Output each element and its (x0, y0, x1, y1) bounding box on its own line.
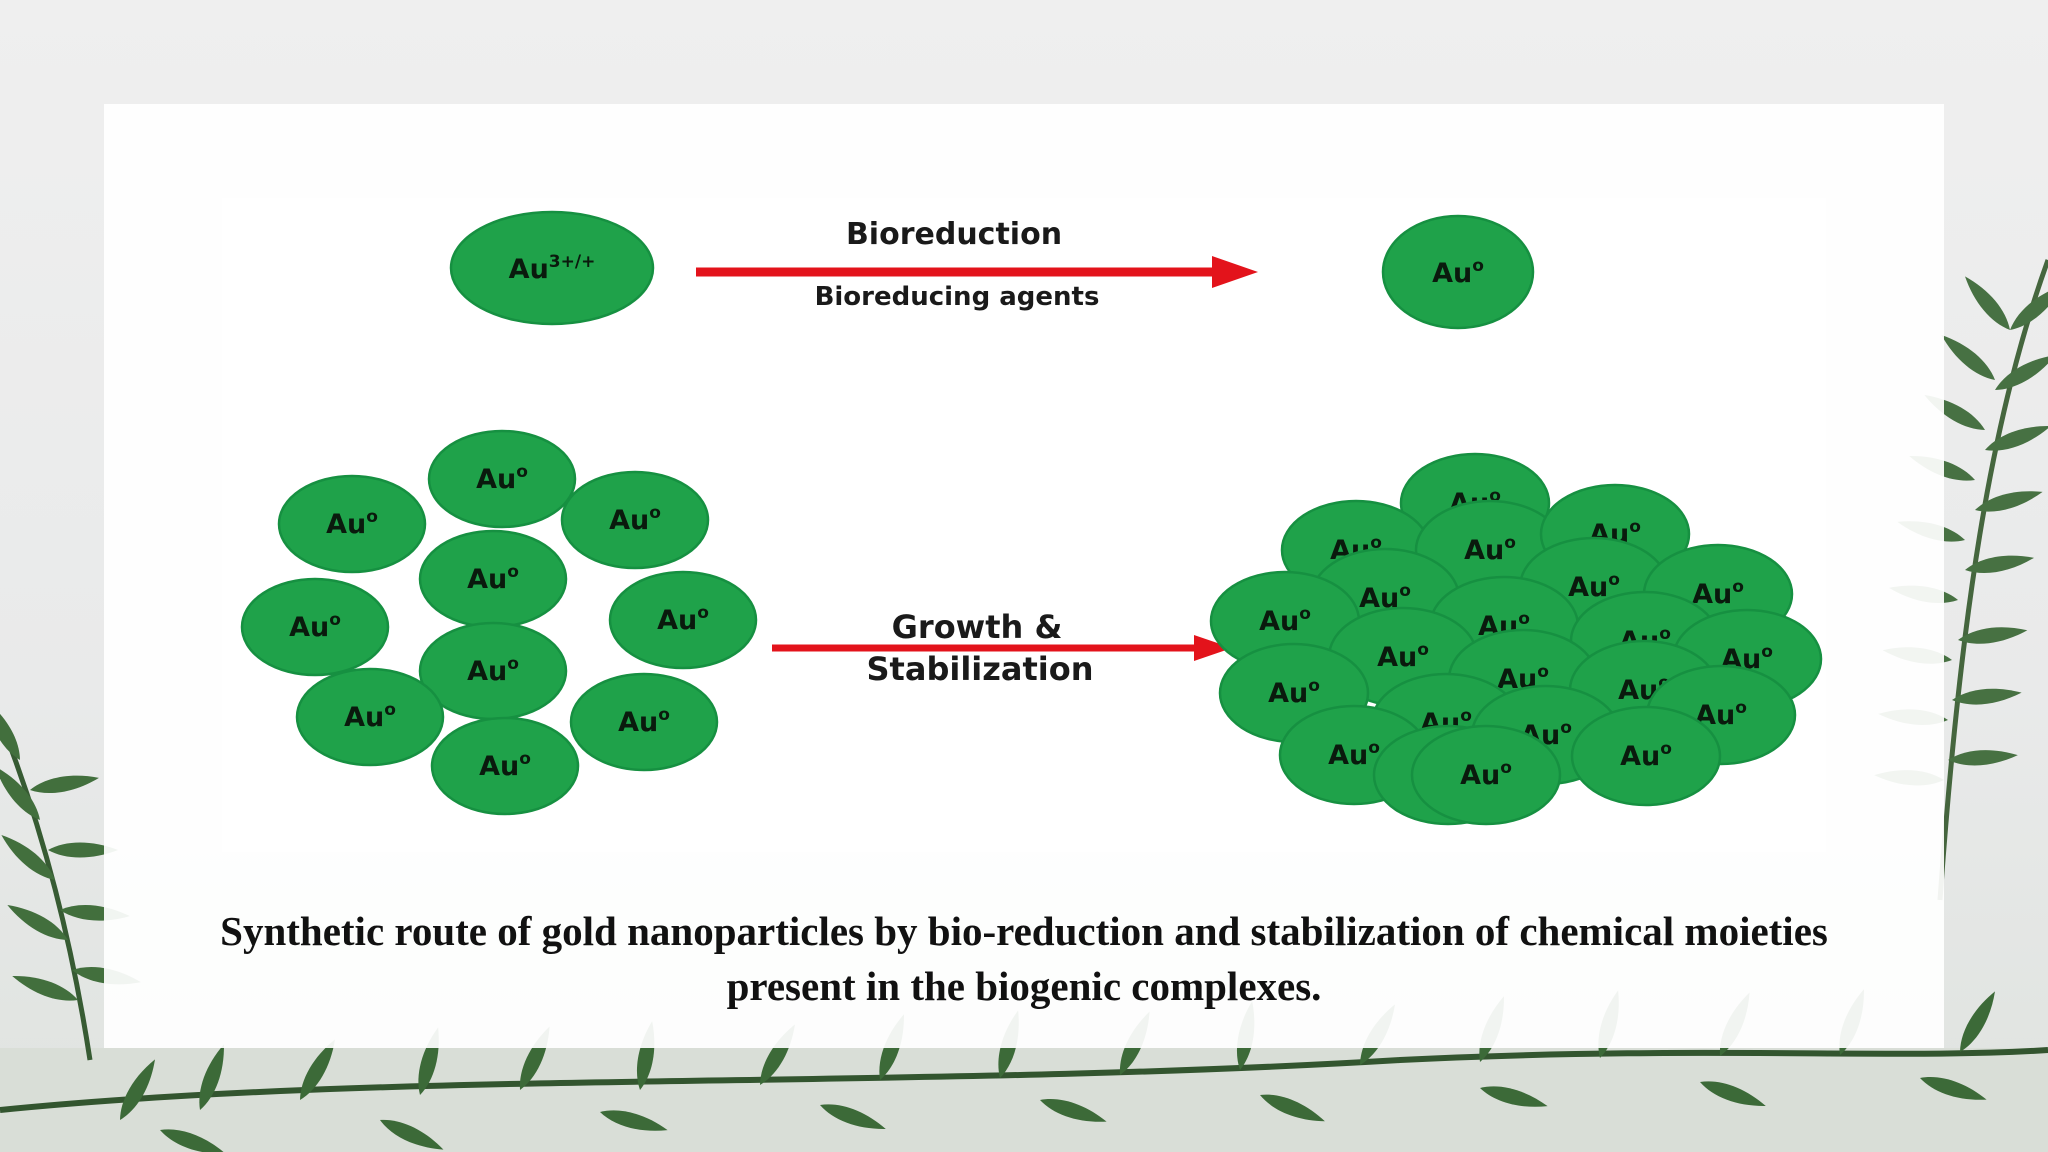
nucleus-particle: Auo (560, 470, 710, 570)
nucleus-particle-label: Auo (618, 705, 670, 738)
gold-ion-label: Au3+/+ (509, 252, 596, 285)
nucleus-particle: Auo (240, 577, 390, 677)
figure-caption: Synthetic route of gold nanoparticles by… (104, 904, 1944, 1014)
nucleus-particle: Auo (427, 429, 577, 529)
cluster-particle-label: Auo (1268, 676, 1320, 709)
cluster-particle-label: Auo (1692, 577, 1744, 610)
nucleus-particle: Auo (418, 529, 568, 629)
nucleus-particle: Auo (277, 474, 427, 574)
nucleus-particle-label: Auo (344, 700, 396, 733)
caption-line-1: Synthetic route of gold nanoparticles by… (220, 908, 1828, 954)
cluster-particle: Auo (1209, 570, 1361, 672)
cluster-particle-label: Auo (1328, 738, 1380, 771)
nucleus-particle-label: Auo (657, 603, 709, 636)
nucleus-particle: Auo (569, 672, 719, 772)
synthesis-diagram: Au3+/+ Bioreduction Bioreducing agents A… (222, 198, 1826, 852)
cluster-particle-label: Auo (1460, 758, 1512, 791)
nucleus-particle-label: Auo (467, 654, 519, 687)
gold-ion-particle: Au3+/+ (449, 210, 655, 326)
stabilization-label: Stabilization (867, 650, 1094, 688)
nucleus-particle-label: Auo (479, 749, 531, 782)
cluster-particle-label: Auo (1620, 739, 1672, 772)
nucleus-particle-label: Auo (609, 503, 661, 536)
nucleus-particle: Auo (430, 716, 580, 816)
bioreduction-arrow (696, 256, 1258, 288)
cluster-particle-label: Auo (1568, 570, 1620, 603)
nucleus-particle-label: Auo (476, 462, 528, 495)
nanoparticle-cluster: AuoAuoAuoAuoAuoAuoAuoAuoAuoAuoAuoAuoAuoA… (1209, 452, 1823, 826)
cluster-particle-label: Auo (1377, 640, 1429, 673)
growth-label: Growth & (892, 608, 1063, 646)
gold-atom-label: Auo (1432, 256, 1484, 289)
caption-line-2: present in the biogenic complexes. (726, 963, 1322, 1009)
diagram-canvas: Au3+/+ Bioreduction Bioreducing agents A… (240, 210, 1823, 826)
growth-arrow (772, 635, 1232, 661)
gold-atom-particle: Auo (1381, 214, 1535, 330)
cluster-particle-label: Auo (1464, 533, 1516, 566)
bioreducing-agents-label: Bioreducing agents (815, 282, 1100, 312)
nucleus-particle: Auo (608, 570, 758, 670)
bioreduction-label: Bioreduction (846, 217, 1062, 252)
nucleus-particle-label: Auo (289, 610, 341, 643)
cluster-particle: Auo (1570, 705, 1722, 807)
cluster-particle-label: Auo (1259, 604, 1311, 637)
nucleus-particle-label: Auo (326, 507, 378, 540)
cluster-particle: Auo (1410, 724, 1562, 826)
nucleus-particle-label: Auo (467, 562, 519, 595)
nucleus-particle: Auo (295, 667, 445, 767)
nucleus-particle: Auo (418, 621, 568, 721)
